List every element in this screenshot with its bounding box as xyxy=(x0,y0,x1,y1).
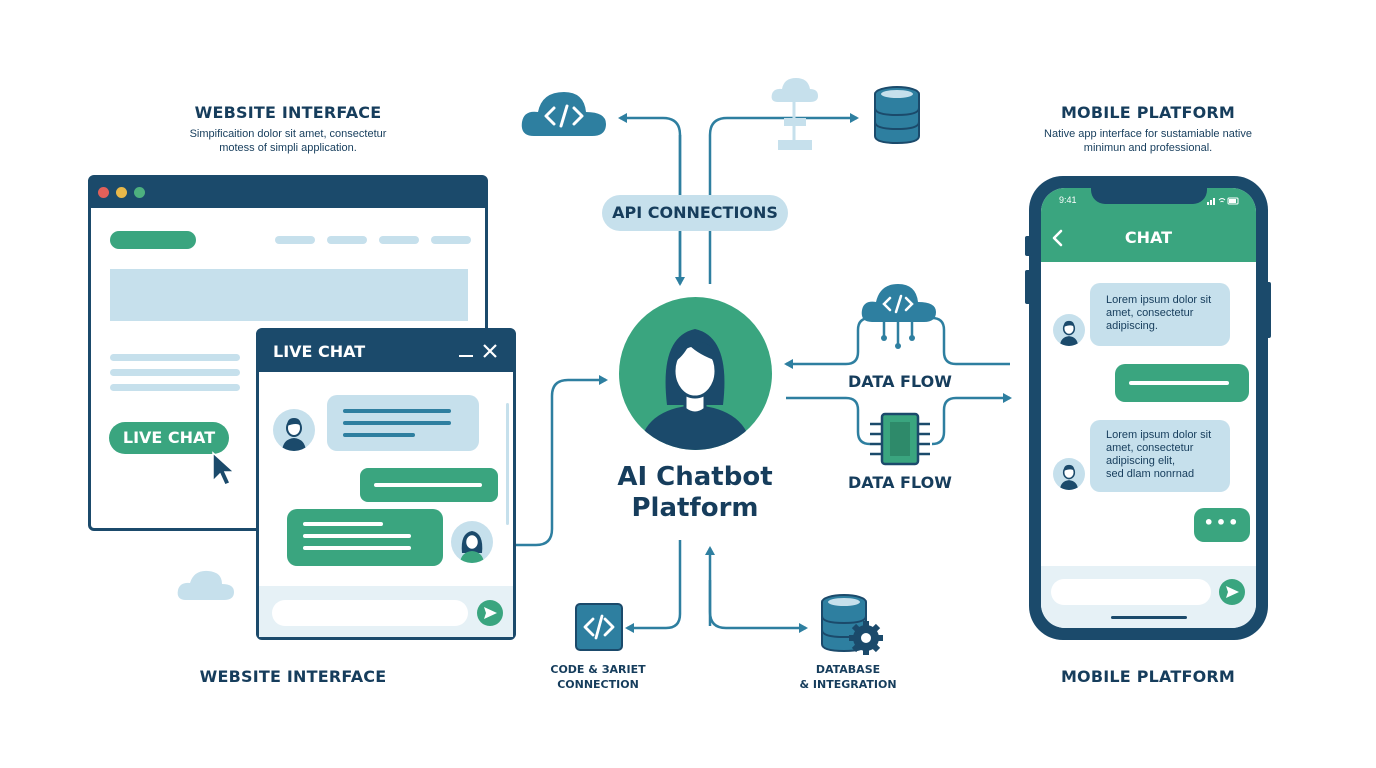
phone-agent-avatar-2 xyxy=(1053,458,1085,490)
phone-message-input[interactable] xyxy=(1051,579,1211,605)
msg1-line1: Lorem ipsum dolor sit xyxy=(1106,294,1212,306)
live-chat-header: LIVE CHAT xyxy=(259,331,513,372)
phone-send-button[interactable] xyxy=(1219,579,1245,605)
text-line-3 xyxy=(110,384,240,391)
live-chat-title: LIVE CHAT xyxy=(273,342,366,361)
nav-link-4[interactable] xyxy=(431,236,471,244)
close-icon[interactable] xyxy=(483,344,497,358)
browser-titlebar xyxy=(91,178,485,208)
mobile-platform-subtitle-line1: Native app interface for sustamiable nat… xyxy=(1044,128,1252,140)
msg1-line2: amet, consectetur xyxy=(1106,307,1194,319)
minimize-dot[interactable] xyxy=(116,187,127,198)
code-connection-label: CODE & ЗARIET CONNECTION xyxy=(533,662,663,692)
mobile-platform-bottom-label: MOBILE PLATFORM xyxy=(1060,667,1236,686)
site-logo-bar xyxy=(110,231,196,249)
mouse-cursor-icon xyxy=(212,451,236,486)
typing-indicator: ••• xyxy=(1194,508,1250,542)
chat-input-field[interactable] xyxy=(272,600,468,626)
api-connections-pill: API CONNECTIONS xyxy=(602,195,788,231)
outgoing-message-bubble xyxy=(360,468,498,502)
send-button[interactable] xyxy=(477,600,503,626)
back-chevron-icon[interactable] xyxy=(1051,229,1063,247)
nav-link-1[interactable] xyxy=(275,236,315,244)
cloud-code-small-icon xyxy=(861,284,936,349)
website-interface-title: WEBSITE INTERFACE xyxy=(194,103,382,122)
minimize-icon[interactable] xyxy=(459,355,473,357)
status-icons xyxy=(1207,197,1239,205)
mobile-platform-subtitle-line2: minimun and professional. xyxy=(1083,142,1213,154)
database-integration-label-line1: DATABASE xyxy=(815,663,881,676)
website-interface-subtitle-line1: Simpificaition dolor sit amet, consectet… xyxy=(189,128,387,140)
mobile-platform-title: MOBILE PLATFORM xyxy=(1060,103,1236,122)
phone-outgoing-message xyxy=(1115,364,1249,402)
database-integration-label-line2: & INTEGRATION xyxy=(799,678,897,691)
msg1-line3: adipiscing. xyxy=(1106,320,1158,332)
msg2-line2: amet, consectetur xyxy=(1106,442,1194,454)
agent-avatar xyxy=(273,409,315,451)
data-flow-label-top: DATA FLOW xyxy=(848,372,952,391)
male-user-icon xyxy=(282,418,306,451)
assistant-avatar xyxy=(451,521,493,563)
incoming-message-bubble xyxy=(327,395,479,451)
assistant-person-icon xyxy=(639,329,752,450)
text-line-1 xyxy=(110,354,240,361)
phone-side-button-right xyxy=(1265,282,1271,338)
database-icon xyxy=(874,86,920,145)
msg2-line1: Lorem ipsum dolor sit xyxy=(1106,429,1212,441)
data-flow-label-bottom: DATA FLOW xyxy=(848,473,952,492)
database-gear-icon xyxy=(821,594,883,655)
msg2-line3: adipiscing elit, xyxy=(1106,455,1176,467)
platform-title-line2: Platform xyxy=(631,493,759,523)
code-icon xyxy=(575,603,623,651)
chip-icon xyxy=(870,412,930,466)
phone-screen: 9:41 CHAT Lorem ipsum dolor sit xyxy=(1041,188,1256,628)
live-chat-button[interactable]: LIVE CHAT xyxy=(109,422,229,454)
cloud-code-icon xyxy=(521,92,606,136)
code-connection-label-line1: CODE & ЗARIET xyxy=(550,663,646,676)
phone-frame: 9:41 CHAT Lorem ipsum dolor sit xyxy=(1029,176,1268,640)
website-interface-bottom-label: WEBSITE INTERFACE xyxy=(199,667,387,686)
phone-chat-title: CHAT xyxy=(1124,228,1173,247)
male-user-icon xyxy=(1059,464,1079,490)
phone-side-button-left-2 xyxy=(1025,270,1031,304)
nav-link-2[interactable] xyxy=(327,236,367,244)
male-user-icon xyxy=(1059,320,1079,346)
chat-scrollbar[interactable] xyxy=(506,403,509,525)
platform-title-line1: AI Chatbot xyxy=(617,462,773,492)
website-interface-subtitle-line2: motess of simpli application. xyxy=(219,142,357,154)
bot-message-bubble xyxy=(287,509,443,566)
text-line-2 xyxy=(110,369,240,376)
close-dot[interactable] xyxy=(98,187,109,198)
database-integration-label: DATABASE & INTEGRATION xyxy=(793,662,903,692)
hero-banner xyxy=(110,269,468,321)
phone-incoming-message-2: Lorem ipsum dolor sit amet, consectetur … xyxy=(1090,420,1230,492)
status-time: 9:41 xyxy=(1059,195,1077,205)
female-user-icon xyxy=(460,531,484,563)
ai-chatbot-avatar xyxy=(619,297,772,450)
phone-agent-avatar-1 xyxy=(1053,314,1085,346)
phone-notch xyxy=(1091,188,1207,204)
gear-icon xyxy=(849,621,883,655)
send-icon xyxy=(484,607,497,619)
cloud-icon xyxy=(177,570,234,600)
home-indicator xyxy=(1111,616,1187,619)
code-connection-label-line2: CONNECTION xyxy=(557,678,639,691)
network-cloud-icon xyxy=(771,78,818,150)
maximize-dot[interactable] xyxy=(134,187,145,198)
live-chat-window: LIVE CHAT xyxy=(256,328,516,640)
platform-title: AI Chatbot Platform xyxy=(590,462,800,524)
phone-incoming-message-1: Lorem ipsum dolor sit amet, consectetur … xyxy=(1090,283,1230,346)
send-icon xyxy=(1226,586,1239,598)
msg2-line4: sed dlam nonrnad xyxy=(1106,468,1195,480)
phone-side-button-left-1 xyxy=(1025,236,1031,256)
nav-link-3[interactable] xyxy=(379,236,419,244)
